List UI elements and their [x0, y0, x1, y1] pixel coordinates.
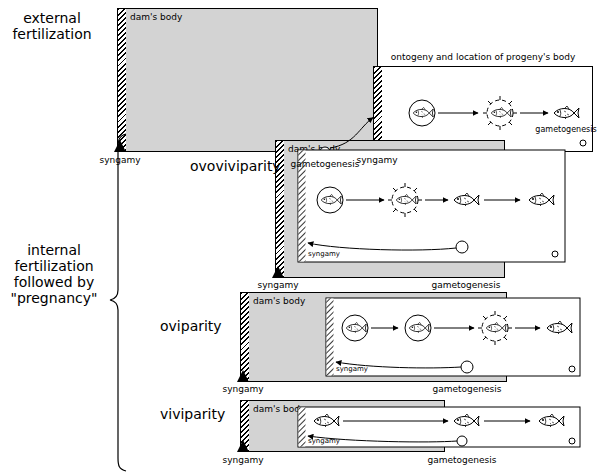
stage-label: gametogenesis — [535, 125, 596, 134]
stage-label: gametogenesis — [433, 384, 502, 394]
stage-label: gametogenesis — [428, 455, 497, 465]
stage-label: syngamy — [257, 280, 298, 290]
stage-label: syngamy — [222, 455, 263, 465]
row-label: viviparity — [160, 406, 225, 422]
stage-label: syngamy — [99, 155, 140, 165]
row-label: internal fertilization followed by "preg… — [2, 242, 106, 306]
row-label: ovoviviparity — [190, 158, 281, 174]
stage-label: gametogenesis — [291, 159, 360, 169]
stage-label: syngamy — [308, 437, 340, 445]
stage-label: syngamy — [356, 155, 397, 165]
transfer-arrow — [330, 118, 373, 148]
stage-label: syngamy — [222, 384, 263, 394]
stage-label: gametogenesis — [432, 280, 501, 290]
box-heading: ontogeny and location of progeny's body — [391, 52, 576, 62]
stage-label: syngamy — [308, 250, 340, 258]
row-label: external fertilization — [2, 10, 102, 42]
box-label: dam's body — [118, 9, 377, 22]
stage-label: syngamy — [336, 365, 368, 373]
dams-body-box: dam's body — [117, 8, 378, 152]
row-label: oviparity — [160, 318, 222, 334]
